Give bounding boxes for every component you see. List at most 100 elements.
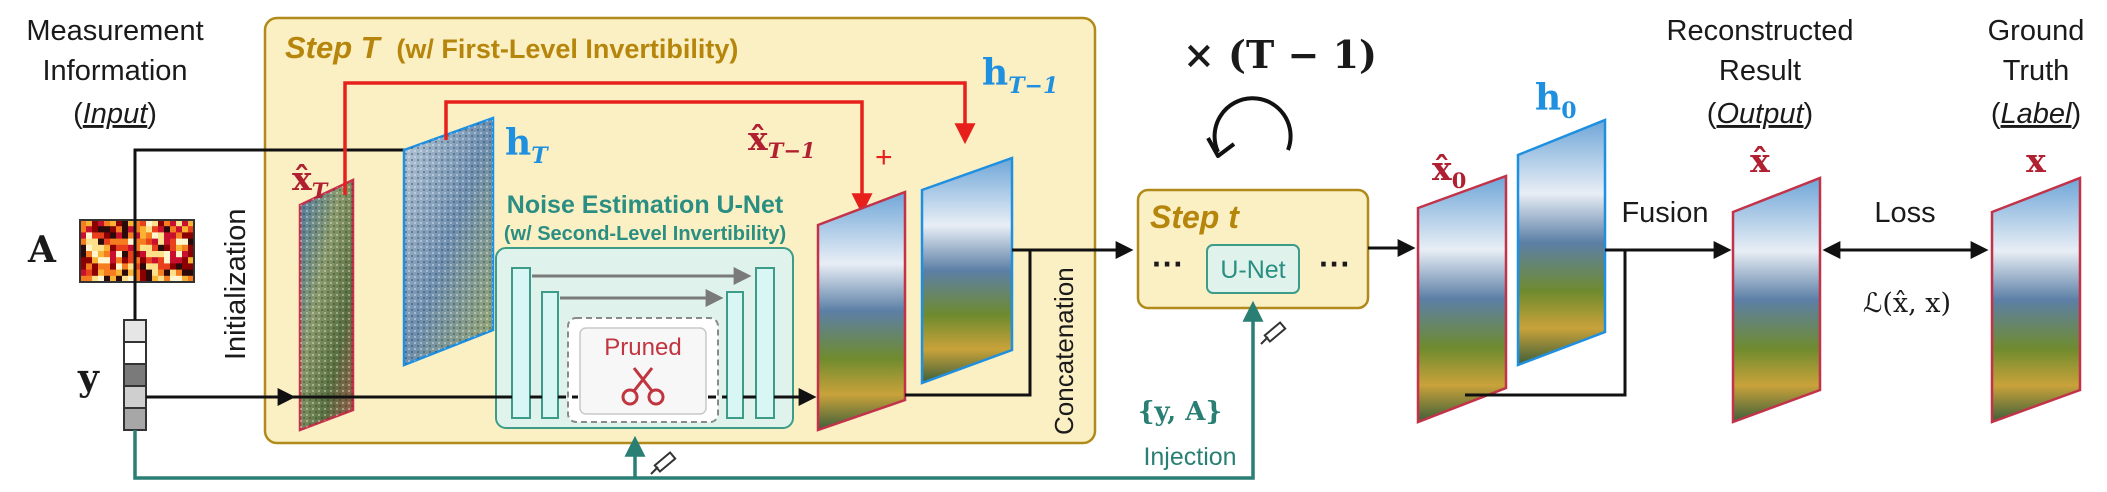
matrix-A-cell [140, 263, 147, 270]
matrix-A-cell [92, 257, 99, 264]
input-role: Input [83, 98, 149, 130]
matrix-A-cell [152, 226, 159, 233]
matrix-A-cell [128, 226, 135, 233]
matrix-A-cell [164, 257, 171, 264]
matrix-A-cell [176, 238, 183, 246]
matrix-A-cell [134, 238, 141, 246]
matrix-A-cell [122, 251, 129, 258]
label-x-T1: x̂T−1 [748, 119, 816, 163]
label-x-T1-sub: T−1 [768, 138, 816, 163]
matrix-A-cell [86, 244, 93, 252]
matrix-A-cell [98, 220, 105, 227]
matrix-A-cell [104, 238, 111, 246]
matrix-A-cell [98, 263, 105, 270]
matrix-A-cell [170, 238, 177, 246]
matrix-A-cell [80, 226, 87, 233]
matrix-A-cell [188, 226, 195, 233]
matrix-A-cell [176, 251, 183, 258]
label-x: x [2026, 141, 2046, 180]
step-T-title: Step T (w/ First-Level Invertibility) [285, 30, 738, 65]
matrix-A-cell [146, 275, 153, 283]
matrix-A-cell [140, 238, 147, 246]
matrix-A-cell [116, 251, 123, 258]
matrix-A-cell [176, 226, 183, 233]
matrix-A-cell [188, 263, 195, 270]
matrix-A-cell [98, 275, 105, 283]
input-role-line: (Input) [73, 98, 157, 130]
matrix-A-cell [182, 275, 189, 283]
matrix-A-cell [158, 238, 165, 246]
syringe-icon-2 [1260, 321, 1287, 345]
repeat-label: × (T − 1) [1183, 32, 1377, 77]
matrix-A-cell [116, 257, 123, 264]
matrix-A-cell [92, 263, 99, 270]
matrix-A-cell [170, 269, 177, 277]
image-h-T [402, 116, 495, 367]
label-h-0: h0 [1535, 77, 1577, 124]
loss-label: Loss [1874, 197, 1935, 229]
matrix-A-cell [98, 226, 105, 233]
matrix-A-cell [104, 232, 111, 239]
matrix-A-cell [122, 275, 129, 283]
matrix-A-cell [158, 226, 165, 233]
matrix-A-cell [140, 220, 147, 227]
injection-set: {y, A} [1138, 397, 1222, 427]
matrix-A-cell [92, 244, 99, 252]
image-x-T1 [816, 190, 907, 432]
label-h-T-main: h [505, 122, 531, 164]
input-label-line1: Measurement [26, 15, 203, 47]
matrix-A-cell [110, 257, 117, 264]
matrix-A-cell [176, 232, 183, 239]
matrix-A-cell [80, 251, 87, 258]
matrix-A-cell [116, 226, 123, 233]
matrix-A-cell [110, 226, 117, 233]
matrix-A-cell [128, 275, 135, 283]
matrix-A-cell [86, 251, 93, 258]
matrix-A-cell [122, 269, 129, 277]
matrix-A-cell [182, 232, 189, 239]
matrix-A-cell [164, 263, 171, 270]
matrix-A-cell [128, 232, 135, 239]
matrix-A-cell [182, 238, 189, 246]
matrix-A-cell [86, 269, 93, 277]
matrix-A-cell [104, 251, 111, 258]
label-h-0-main: h [1535, 77, 1561, 119]
image-h-0 [1516, 118, 1607, 367]
loop-icon [1206, 96, 1293, 158]
label-h-T1-sub: T−1 [1008, 73, 1058, 99]
matrix-A-cell [182, 269, 189, 277]
matrix-A-cell [146, 226, 153, 233]
matrix-A-cell [152, 251, 159, 258]
label-x-T: x̂T [292, 159, 329, 203]
matrix-A-cell [182, 263, 189, 270]
vector-y-cells [123, 319, 147, 431]
matrix-A-cell [152, 257, 159, 264]
red-arrows [343, 81, 976, 215]
rec-label-line2: Result [1719, 55, 1801, 87]
matrix-A-cell [116, 275, 123, 283]
gt-label-line1: Ground [1988, 15, 2085, 47]
matrix-A-cell [122, 226, 129, 233]
matrix-A-cell [92, 238, 99, 246]
matrix-A-cell [134, 226, 141, 233]
matrix-A-cell [110, 232, 117, 239]
matrix-A-cell [92, 269, 99, 277]
matrix-A-cell [92, 275, 99, 283]
matrix-A-cell [128, 238, 135, 246]
matrix-A-cell [92, 251, 99, 258]
plus-sign: + [875, 141, 893, 174]
matrix-A-cell [92, 232, 99, 239]
syringe-icon [650, 451, 677, 475]
matrix-A-cell [110, 251, 117, 258]
matrix-A-cell [128, 257, 135, 264]
matrix-A-cell [152, 275, 159, 283]
matrix-A-cell [176, 220, 183, 227]
matrix-A-cell [188, 244, 195, 252]
matrix-A-cell [116, 269, 123, 277]
matrix-A-cell [80, 232, 87, 239]
matrix-A-cell [152, 269, 159, 277]
matrix-A-cell [164, 226, 171, 233]
matrix-A-cell [104, 263, 111, 270]
matrix-A-cell [188, 275, 195, 283]
